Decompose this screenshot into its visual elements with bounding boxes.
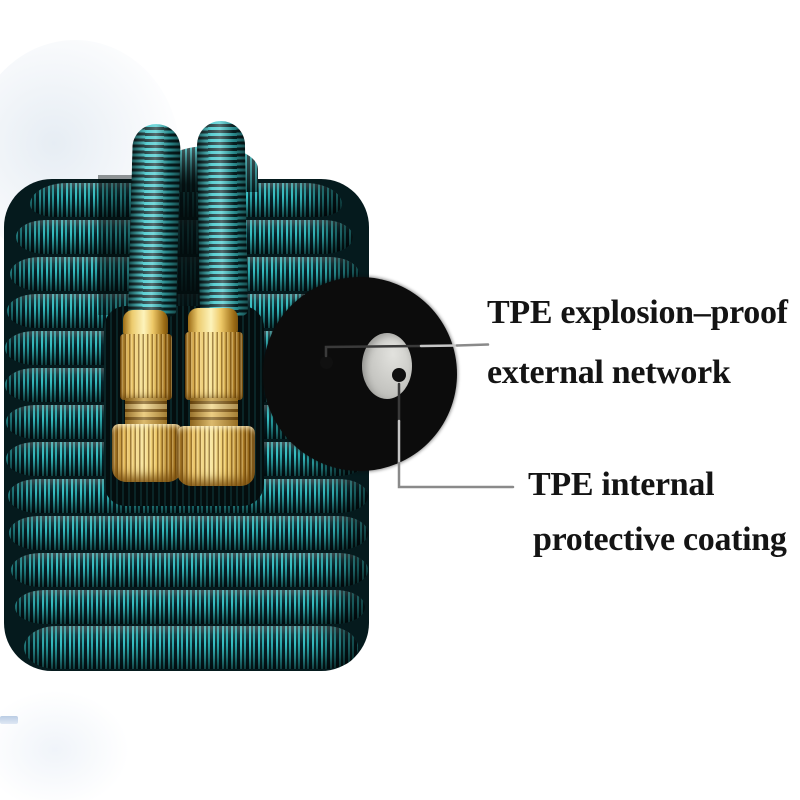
inner-layer-dot — [392, 368, 406, 382]
connector-nut — [112, 424, 182, 482]
connector-neck — [190, 398, 238, 426]
hose-end-left — [128, 123, 182, 317]
cross-section-inset — [263, 277, 457, 471]
label-internal-coating-line2: protective coating — [533, 521, 787, 558]
hose-shadow-left-of-ends — [98, 175, 134, 315]
connector-cap — [123, 310, 168, 336]
photo-artifact-mark — [0, 716, 18, 724]
cross-section-bore — [362, 333, 412, 399]
connector-neck — [125, 398, 167, 425]
label-internal-coating-line1: TPE internal — [528, 466, 715, 503]
label-external-network-line1: TPE explosion–proof — [487, 294, 788, 331]
hose-loop — [24, 626, 358, 669]
hose-loop — [9, 516, 368, 550]
label-external-network-line2: external network — [487, 354, 731, 391]
connector-body — [185, 332, 243, 400]
hose-loop — [11, 553, 368, 587]
hose-loop — [15, 590, 365, 624]
connector-nut — [177, 426, 255, 486]
photo-haze — [0, 690, 130, 800]
connector-body — [120, 334, 172, 400]
hose-end-right — [196, 120, 248, 317]
connector-cap — [188, 308, 238, 334]
outer-layer-dot — [320, 356, 333, 369]
